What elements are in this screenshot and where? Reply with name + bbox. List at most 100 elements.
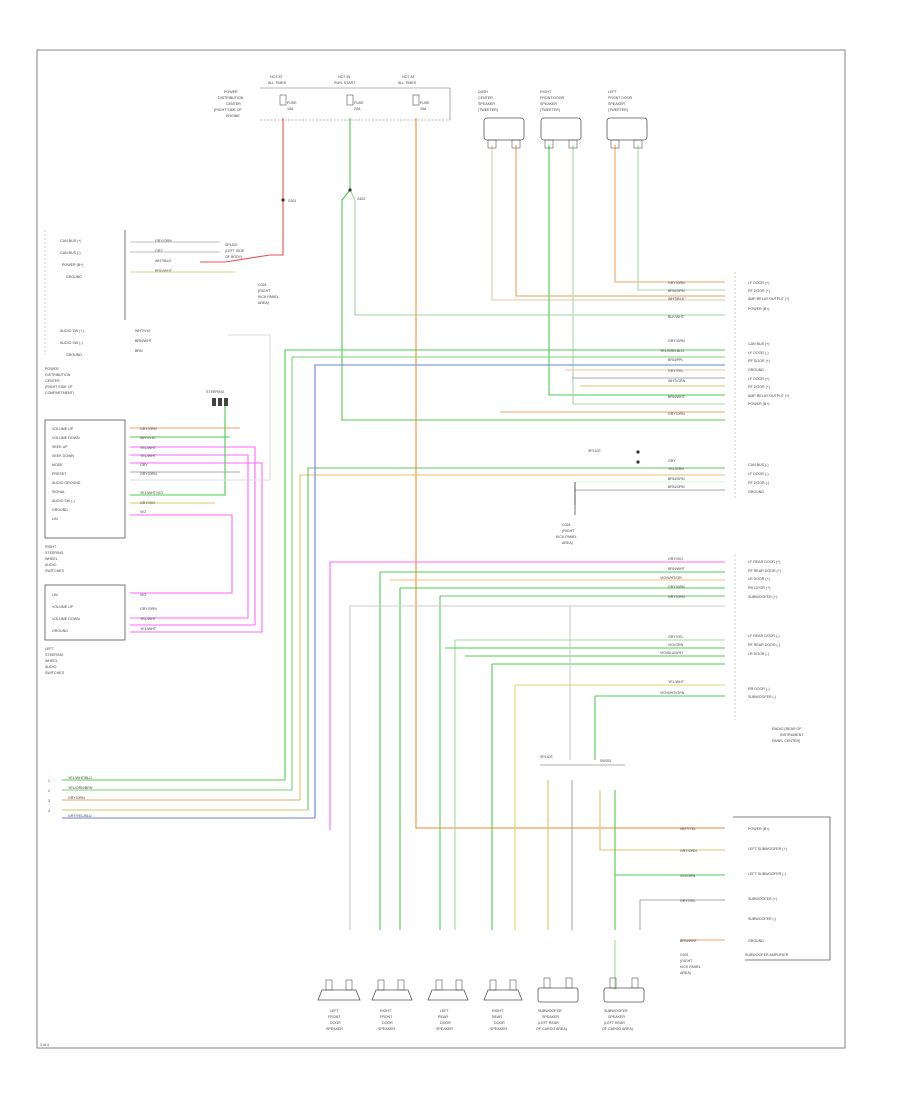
- page-footer: 3 of 4: [40, 1043, 49, 1047]
- fuse-panel-name-3: CENTER: [226, 102, 241, 106]
- label-components-amp_labels-3: SUBWOOFER (+): [748, 897, 777, 901]
- label-components-left_steer-4: SWITCHES: [45, 671, 65, 675]
- label-components-radio_labels_2-2: RF DOOR (+): [748, 359, 770, 363]
- center-ground: SPLICE G301 (RIGHT KICK PANEL AREA): [556, 449, 640, 545]
- left-module: CAN BUS (+) CAN BUS (-) POWER (B+) GROUN…: [44, 230, 279, 395]
- label-components-tweeters-1-2: SPEAKER: [540, 102, 557, 106]
- label-wire_tags-bottom_left-3: GRY/YEL/BLU: [68, 814, 92, 818]
- left-label-can-minus: CAN BUS (-): [60, 251, 81, 255]
- bottom-speakers: LEFT FRONT DOOR SPEAKER RIGHT FRONT DOOR…: [317, 977, 645, 1031]
- label-components-left_module-4: COMPARTMENT): [45, 391, 74, 395]
- label-components-center_ground-2: KICK PANEL: [258, 295, 279, 299]
- label-components-bottom_speakers-3-3: SPEAKER: [490, 1027, 507, 1031]
- label-components-amp_labels-0: POWER (B+): [748, 827, 769, 831]
- label-components-bottom_speakers-5-2: (LEFT REAR: [604, 1021, 625, 1025]
- label-components-tweeters-2-0: LEFT: [608, 90, 618, 94]
- label-components-radio_labels_2-1: LF DOOR (-): [748, 351, 769, 355]
- label-wire_tags-left_block-3: BRN/WHT: [155, 269, 173, 273]
- label-components-mid_labels-1: AUDIO SW (-): [60, 341, 83, 345]
- label-components-right_steer_labels-2: SEEK UP: [52, 445, 68, 449]
- label-components-splice_note-2: OF BODY): [225, 255, 242, 259]
- fuse-2-label-1: HOT IN: [338, 75, 351, 79]
- label-wire_tags-bottom_left-1: YEL/ORN/BRN: [68, 786, 93, 790]
- label-wire_tags-bottom_left-0: YEL/WHT/BLU: [68, 776, 92, 780]
- wire-green-fuse2: [341, 118, 725, 421]
- speaker-5: SUBWOOFER SPEAKER (LEFT REAR OF CARGO AR…: [536, 977, 579, 1031]
- label-wire_tags-right_steer-3: YEL/WHT: [140, 454, 157, 458]
- label-components-tweeters-2-1: FRONT DOOR: [608, 96, 632, 100]
- label-components-radio_name-0: RADIO (REAR OF: [772, 727, 802, 731]
- label-components-amp_ground-1: (RIGHT: [680, 959, 693, 963]
- label-components-radio_labels_3-2: RF DOOR (-): [748, 481, 769, 485]
- label-components-left_module-2: CENTER: [45, 379, 60, 383]
- wire-left-green-2: [291, 356, 725, 790]
- label-wire_tags-radio_1-2: WHT/BLK: [668, 297, 685, 301]
- label-components-tweeters-1-1: FRONT DOOR: [540, 96, 564, 100]
- label-components-radio_labels_2-0: CAN BUS (+): [748, 342, 769, 346]
- label-components-mid_labels-2: GROUND: [66, 353, 82, 357]
- label-components-amp_ground-2: KICK PANEL: [680, 965, 701, 969]
- fuse-panel: HOT AT ALL TIMES FUSE 15A HOT IN RUN, ST…: [214, 75, 451, 121]
- left-steering-switches: LIN VOLUME UP VOLUME DOWN GROUND VIO GRY…: [44, 584, 157, 675]
- wire-left-yellow: [299, 474, 725, 800]
- label-components-radio_labels_4-1: RF REAR DOOR (+): [748, 569, 781, 573]
- label-components-radio_labels_3-0: CAN BUS (-): [748, 463, 769, 467]
- fuse-3-label-4: 15A: [420, 107, 427, 111]
- label-components-bottom_speakers-3-2: DOOR: [494, 1021, 505, 1025]
- label-components-amp_labels-1: LEFT SUBWOOFER (+): [748, 847, 787, 851]
- label-components-right_steer_labels-1: VOLUME DOWN: [52, 436, 80, 440]
- label-components-amp_labels-4: SUBWOOFER (-): [748, 917, 776, 921]
- fuse-3-label-3: FUSE: [420, 101, 430, 105]
- label-wire_tags-radio_3-3: BRN/ORN: [668, 485, 685, 489]
- label-components-radio_labels_2-4: LF DOOR (+): [748, 377, 769, 381]
- label-wire_tags-radio_2-2: BRN/PPL: [668, 358, 683, 362]
- fuse-1-label-4: 15A: [287, 107, 294, 111]
- label-components-radio_labels_2-7: POWER (B+): [748, 402, 769, 406]
- label-wire_tags-radio_4-3: GRY/GRN: [668, 585, 685, 589]
- label-components-bottom_speakers-4-0: SUBWOOFER: [538, 1009, 562, 1013]
- left-label-ground: GROUND: [66, 275, 82, 279]
- splice-mid: SPLICE SW301: [540, 755, 625, 766]
- label-components-left_bottom_labels-3: 4: [48, 809, 50, 813]
- speaker-3: LEFT REAR DOOR SPEAKER: [427, 979, 469, 1031]
- label-components-radio_name-2: PANEL CENTER): [772, 739, 800, 743]
- tweeter-3: LEFT FRONT DOOR SPEAKER (TWEETER): [606, 90, 648, 149]
- label-components-bottom_speakers-5-0: SUBWOOFER: [604, 1009, 628, 1013]
- fuse-panel-name-4: (RIGHT SIDE OF: [214, 108, 242, 112]
- label-components-tweeters-1-3: (TWEETER): [540, 108, 560, 112]
- label-wire_tags-radio_4-1: BRN/WHT: [668, 567, 686, 571]
- fuse-panel-name-2: DISTRIBUTION: [218, 96, 244, 100]
- label-components-bottom_speakers-3-0: RIGHT: [492, 1009, 504, 1013]
- speaker-2: RIGHT FRONT DOOR SPEAKER: [371, 979, 413, 1031]
- clockspring: STEERING: [206, 390, 228, 406]
- fuse-1-label-3: FUSE: [287, 101, 297, 105]
- label-components-radio_labels_6-0: RR DOOR (-): [748, 687, 770, 691]
- fuse-2-label-4: 20A: [354, 107, 361, 111]
- radio-connector: GRY/ORN BRN/GRN WHT/BLK BLK/WHT LF DOOR …: [660, 272, 804, 743]
- label-components-left_steer-1: STEERING: [45, 653, 64, 657]
- label-components-mid_labels-0: AUDIO SW (+): [60, 329, 84, 333]
- label-components-right_steer-3: AUDIO: [45, 563, 57, 567]
- wire-left-green-3: [307, 467, 725, 810]
- label-wire_tags-right_steer-4: GRY: [140, 463, 148, 467]
- label-wire_tags-mid_block-0: WHT/VIO: [135, 329, 151, 333]
- label-components-amp_ground-3: AREA): [680, 971, 691, 975]
- wire-orange-main: [415, 118, 725, 829]
- label-components-radio_labels_3-3: GROUND: [748, 490, 764, 494]
- label-components-right_steer_labels-7: SIGNAL: [52, 490, 65, 494]
- label-components-bottom_speakers-1-2: DOOR: [382, 1021, 393, 1025]
- label-components-center_ground-0: G301: [258, 283, 267, 287]
- label-components-center_ground-1: (RIGHT: [562, 529, 575, 533]
- label-components-amp_ground-0: G301: [680, 953, 689, 957]
- label-wire_tags-left_block-0: GRY/ORN: [155, 239, 172, 243]
- label-wire_tags-left_block-2: WHT/BLK: [155, 259, 172, 263]
- label-components-radio_labels_2-5: RF DOOR (+): [748, 385, 770, 389]
- label-wire_tags-radio_4-0: GRY/VIO: [668, 557, 683, 561]
- label-components-right_steer_labels-5: PRESET: [52, 472, 67, 476]
- label-components-splice_note-0: SPLICE: [225, 243, 238, 247]
- label-components-bottom_speakers-2-3: SPEAKER: [436, 1027, 453, 1031]
- label-components-amp_labels-2: LEFT SUBWOOFER (-): [748, 872, 786, 876]
- wire-tw1b: [515, 145, 725, 297]
- label-components-splice_mid-1: SW301: [600, 759, 612, 763]
